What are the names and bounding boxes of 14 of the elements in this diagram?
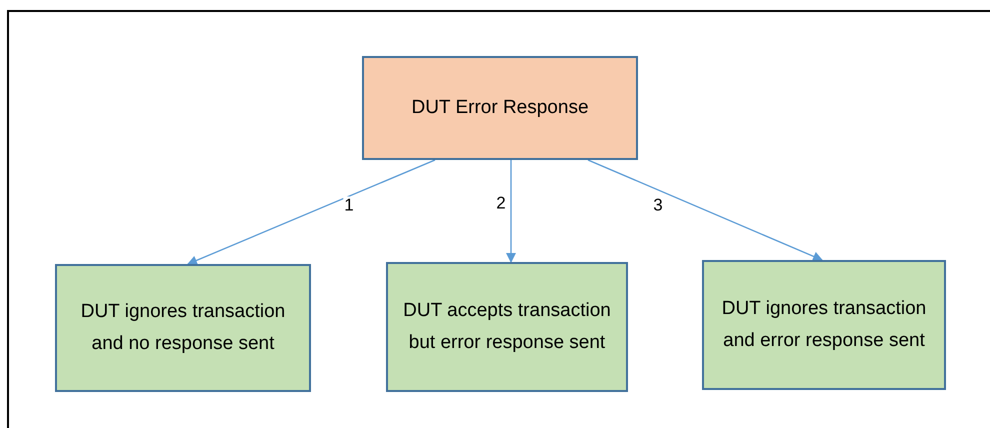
process-box [702,260,946,390]
arrow [506,160,516,263]
process-box [55,264,311,392]
box-text: DUT accepts transaction but error response sent [402,299,612,355]
process-box [386,262,628,392]
box-text: DUT Error Response [411,96,589,120]
arrow [588,159,823,262]
box-text: DUT ignores transaction and error response sent [720,297,928,353]
edge-label: 1 [343,196,355,214]
edge-label: 2 [495,194,507,212]
process-box [362,56,638,160]
edge-label: 3 [652,196,664,214]
box-text: DUT ignores transaction and no response sent [80,300,286,356]
arrow [187,159,436,266]
